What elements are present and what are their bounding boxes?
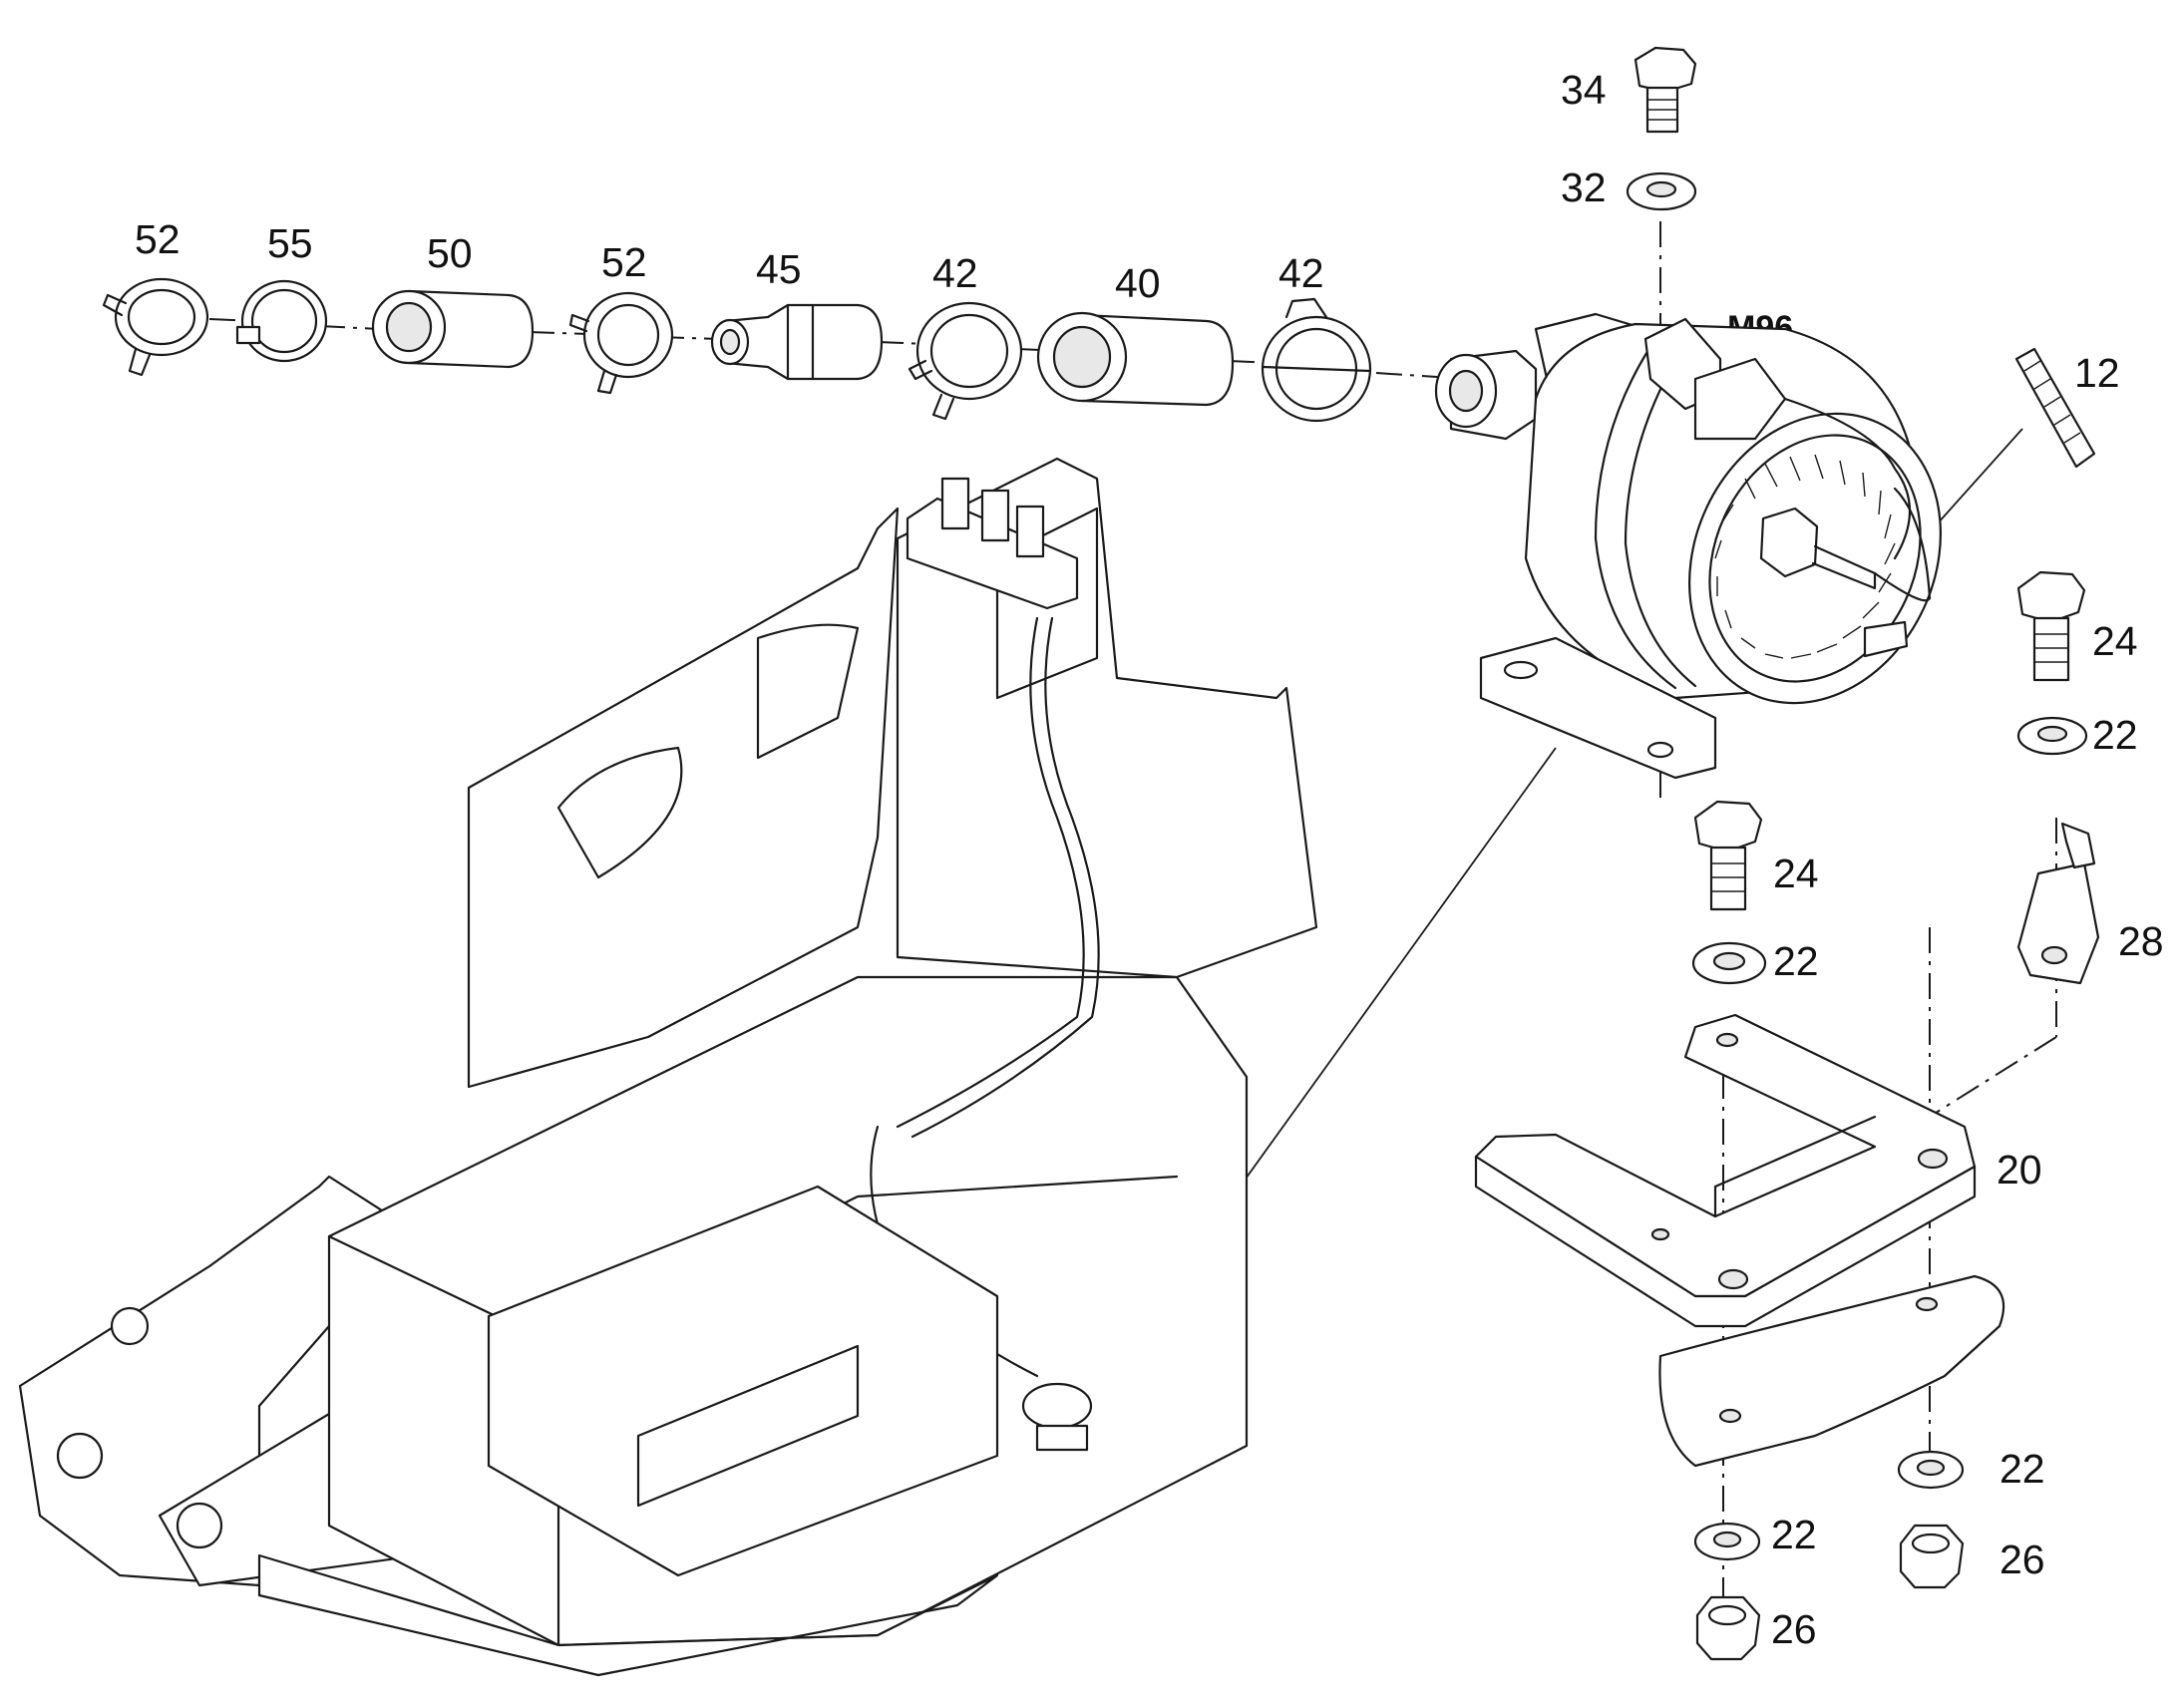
callout-26-nut-left: 26 (1771, 1606, 1817, 1652)
bolt-24-lower (1693, 800, 1763, 911)
callout-52-clamp-right: 52 (601, 239, 647, 285)
cable-12 (2014, 347, 2096, 469)
callout-55-clamp: 55 (267, 220, 313, 266)
washer-32 (1626, 171, 1697, 211)
callout-22-washer-left: 22 (1771, 1512, 1817, 1557)
callout-26-nut-right: 26 (1999, 1537, 2045, 1582)
electric-pump-m96 (1434, 312, 1942, 780)
callout-12-cable: 12 (2074, 350, 2120, 396)
callout-20-bracket: 20 (1997, 1147, 2042, 1193)
adapter-45 (710, 303, 884, 381)
washer-22-right (1897, 1450, 1965, 1490)
hose-clamp-52-left (102, 277, 209, 377)
bolt-34 (1634, 46, 1697, 134)
callout-34-bolt: 34 (1561, 67, 1607, 113)
hose-line-parts (102, 277, 1372, 423)
fasteners (1626, 46, 2100, 1661)
callout-22-washer-right: 22 (1999, 1446, 2045, 1492)
callout-50-hose: 50 (427, 230, 473, 276)
callout-22-washer-upper: 22 (2092, 712, 2138, 758)
nut-26-right (1899, 1524, 1965, 1589)
callout-40-hose: 40 (1115, 260, 1161, 306)
spring-clamp-55 (235, 279, 328, 363)
callout-45-adapter: 45 (756, 246, 802, 292)
hose-50 (371, 289, 535, 369)
callout-24-bolt-lower: 24 (1773, 851, 1819, 896)
callout-52-clamp-left: 52 (135, 216, 181, 262)
callout-24-bolt-upper: 24 (2092, 618, 2138, 664)
callout-32-washer: 32 (1561, 165, 1607, 210)
washer-22-left (1693, 1522, 1761, 1561)
hose-clamp-42-left (908, 301, 1023, 421)
nut-26-left (1695, 1595, 1761, 1661)
bolt-24-upper (2016, 570, 2086, 682)
hose-40 (1036, 311, 1235, 407)
ground-strap-28 (2016, 822, 2100, 985)
callout-22-washer-middle: 22 (1773, 938, 1819, 984)
machine-chassis-frame (18, 457, 1318, 1677)
hose-clamp-42-right (1261, 297, 1372, 423)
mounting-bracket-20 (1474, 1013, 2005, 1468)
washer-22-upper (2016, 716, 2088, 756)
callout-42-clamp-right: 42 (1278, 250, 1324, 296)
callout-28-ground-strap: 28 (2118, 918, 2164, 964)
callout-42-clamp-left: 42 (932, 250, 978, 296)
washer-22-middle (1691, 941, 1767, 985)
hose-clamp-52-right (568, 291, 674, 395)
callout-labels: 52 55 50 52 45 42 40 42 34 32 M96 10 12 … (135, 67, 2164, 1652)
